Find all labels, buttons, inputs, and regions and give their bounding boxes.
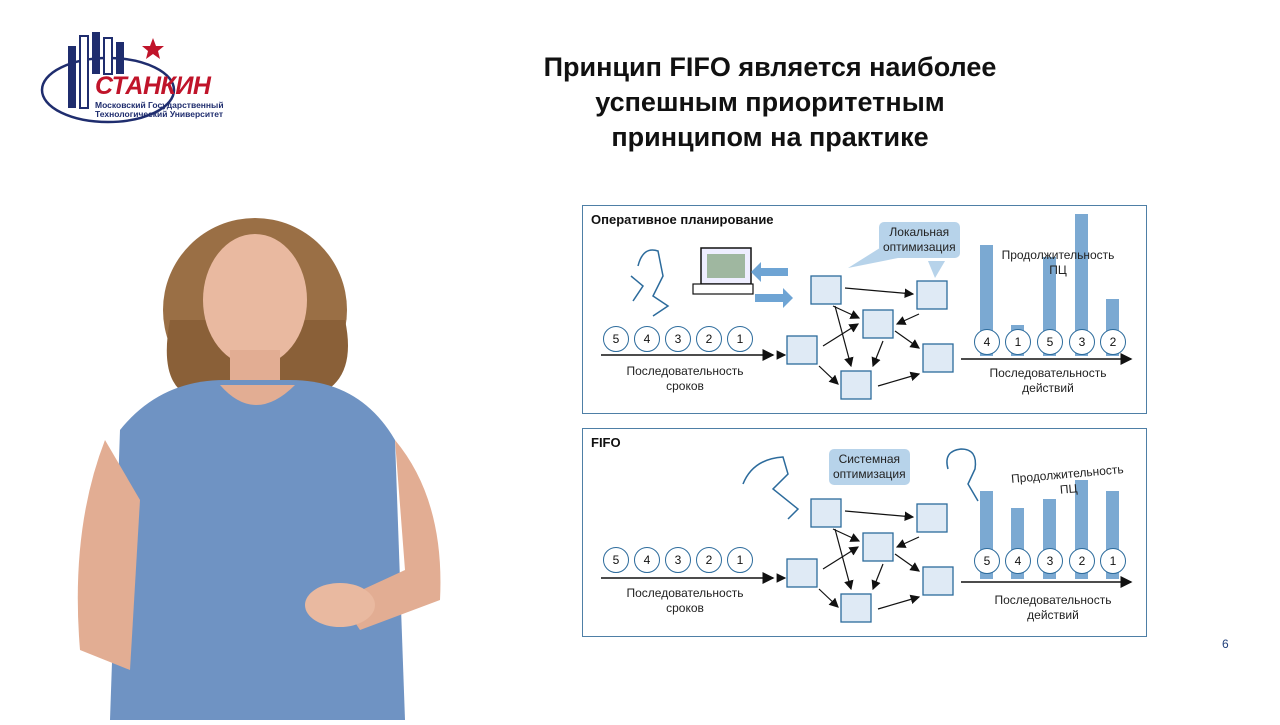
output-item: 2 (1100, 329, 1126, 355)
input-label-line-1: Последовательность (626, 586, 744, 600)
machine-icon (810, 498, 842, 528)
output-sequence-label: Последовательность действий (973, 366, 1123, 396)
callout-system-optimization: Системная оптимизация (829, 449, 910, 485)
output-label-line-1: Последовательность (989, 366, 1107, 380)
output-item: 4 (1005, 548, 1031, 574)
output-label-line-2: действий (1022, 381, 1074, 395)
input-item: 4 (634, 547, 660, 573)
output-label-line-2: действий (1027, 608, 1079, 622)
computer-icon (692, 247, 754, 295)
callout-line-2: оптимизация (833, 467, 906, 481)
output-item: 3 (1037, 548, 1063, 574)
duration-bar (1075, 214, 1088, 356)
callout-line-1: Системная (838, 452, 901, 466)
duration-label-line-2: ПЦ (1049, 263, 1067, 277)
input-item: 2 (696, 547, 722, 573)
duration-label-line-1: Продолжительность (1001, 248, 1115, 262)
machine-icon (786, 335, 818, 365)
output-item: 5 (974, 548, 1000, 574)
workflow-diagram (601, 246, 1133, 400)
machine-icon (840, 370, 872, 400)
machine-icon (922, 343, 954, 373)
title-line-2: успешным приоритетным (595, 87, 945, 117)
logo-emblem-icon (40, 32, 176, 124)
machine-icon (810, 275, 842, 305)
title-line-3: принципом на практике (611, 122, 929, 152)
input-item: 1 (727, 326, 753, 352)
worker-sketch-icon (946, 448, 979, 502)
machine-icon (840, 593, 872, 623)
arrow-left-icon (751, 262, 788, 282)
input-item: 3 (665, 547, 691, 573)
input-item: 5 (603, 326, 629, 352)
machine-icon (916, 280, 948, 310)
presenter-figure-icon (77, 218, 441, 720)
input-item: 3 (665, 326, 691, 352)
callout-line-2: оптимизация (883, 240, 956, 254)
logo-subtitle-line2: Технологический Университет (95, 109, 224, 119)
output-item: 5 (1037, 329, 1063, 355)
arrow-right-icon (755, 288, 793, 308)
output-label-line-1: Последовательность (994, 593, 1112, 607)
panel-fifo: FIFO (582, 428, 1147, 637)
presenter-video (60, 200, 460, 720)
output-item: 1 (1005, 329, 1031, 355)
planner-sketch-icon (637, 249, 670, 317)
machine-icon (916, 503, 948, 533)
slide-title: Принцип FIFO является наиболее успешным … (505, 50, 1035, 155)
input-item: 4 (634, 326, 660, 352)
output-item: 1 (1100, 548, 1126, 574)
duration-bar (980, 245, 993, 356)
output-item: 3 (1069, 329, 1095, 355)
duration-label: Продолжительность ПЦ (983, 248, 1133, 278)
input-label-line-1: Последовательность (626, 364, 744, 378)
planner-sketch-icon (742, 456, 800, 520)
input-item: 2 (696, 326, 722, 352)
input-item: 1 (727, 547, 753, 573)
logo-brand-text: СТАНКИН (95, 72, 211, 100)
callout-line-1: Локальная (889, 225, 950, 239)
input-item: 5 (603, 547, 629, 573)
machine-icon (786, 558, 818, 588)
machine-icon (862, 309, 894, 339)
machine-icon (922, 566, 954, 596)
panel-title: Оперативное планирование (591, 212, 774, 227)
callout-local-optimization: Локальная оптимизация (879, 222, 960, 258)
title-line-1: Принцип FIFO является наиболее (543, 52, 997, 82)
machine-icon (862, 532, 894, 562)
input-label-line-2: сроков (666, 601, 704, 615)
output-sequence-label: Последовательность действий (978, 593, 1128, 623)
input-sequence-label: Последовательность сроков (605, 364, 765, 394)
workflow-diagram (601, 448, 1133, 623)
page-number: 6 (1222, 637, 1229, 651)
panel-operative-planning: Оперативное планирование (582, 205, 1147, 414)
logo-subtitle-line1: Московский Государственный (95, 100, 224, 110)
output-item: 2 (1069, 548, 1095, 574)
input-sequence-label: Последовательность сроков (605, 586, 765, 616)
input-label-line-2: сроков (666, 379, 704, 393)
panel-title: FIFO (591, 435, 621, 450)
university-logo: СТАНКИН Московский Государственный Техно… (38, 28, 238, 128)
output-item: 4 (974, 329, 1000, 355)
